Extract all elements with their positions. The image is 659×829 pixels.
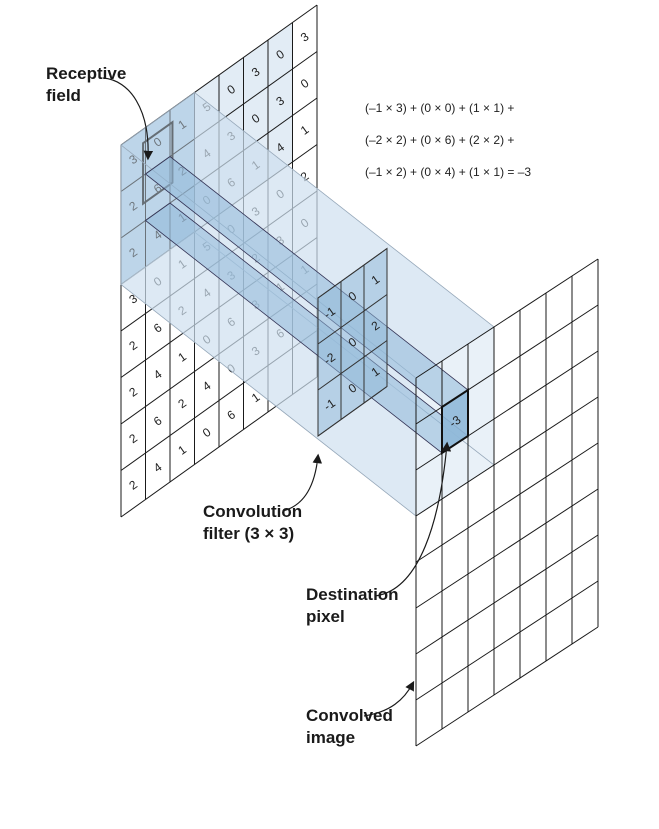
input-pixel-value: 6 (151, 320, 165, 335)
destination-pixel-label: Destination pixel (306, 585, 399, 626)
destination-pixel-arrow (374, 441, 452, 597)
destination-pixel-label-line: pixel (306, 607, 345, 626)
convolution-filter-label: Convolution filter (3 × 3) (203, 502, 302, 543)
input-pixel-value: 2 (126, 477, 140, 492)
input-pixel-value: 2 (126, 384, 140, 399)
input-grid-line-horizontal (120, 330, 318, 471)
input-pixel-value: 1 (175, 442, 189, 457)
destination-pixel-label-line: Destination (306, 585, 399, 604)
input-pixel-value: 2 (126, 431, 140, 446)
input-pixel-value: 0 (298, 76, 312, 91)
convolved-image-arrow (363, 680, 415, 717)
destination-pixel (441, 388, 469, 455)
output-grid-line-horizontal (415, 626, 599, 747)
convolution-filter: -101-202-101 (317, 247, 388, 437)
projection-beam (120, 91, 495, 517)
convolution-filter-arrow (282, 453, 323, 512)
input-pixel-value: 6 (151, 413, 165, 428)
input-grid-line-horizontal (120, 376, 318, 518)
receptive-field-label-line: field (46, 86, 81, 105)
input-pixel-value: 2 (175, 396, 189, 411)
filter-grid-line-horizontal (317, 340, 388, 391)
convolved-image-label-line: Convolved (306, 706, 393, 725)
output-grid-line-horizontal (415, 258, 599, 379)
input-pixel-value: 4 (151, 367, 165, 382)
filter-grid-line-horizontal (317, 386, 388, 437)
input-pixel-value: 4 (151, 460, 165, 475)
filter-grid-line-horizontal (317, 294, 388, 345)
convolution-filter-label-line: filter (3 × 3) (203, 524, 294, 543)
output-grid-line-horizontal (415, 396, 599, 517)
equation-line: (–1 × 3) + (0 × 0) + (1 × 1) + (365, 101, 514, 115)
output-grid-line-horizontal (415, 488, 599, 609)
equation-line: (–1 × 2) + (0 × 4) + (1 × 1) = –3 (365, 165, 531, 179)
equation-line: (–2 × 2) + (0 × 6) + (2 × 2) + (365, 133, 514, 147)
convolved-image-grid: -3 (415, 258, 599, 747)
output-grid-line-horizontal (415, 534, 599, 655)
convolved-image-label: Convolved image (306, 706, 393, 747)
convolved-image-label-line: image (306, 728, 355, 747)
filter-grid-line-horizontal (317, 248, 388, 299)
input-pixel-value: 2 (126, 338, 140, 353)
input-pixel-value: 1 (298, 122, 312, 137)
input-pixel-value: 1 (175, 349, 189, 364)
convolution-filter-label-line: Convolution (203, 502, 302, 521)
receptive-field-arrow (102, 77, 154, 161)
output-grid-line-horizontal (415, 580, 599, 701)
input-pixel-value: 4 (200, 378, 214, 393)
input-pixel-value: 6 (224, 407, 238, 422)
input-pixel-value: 0 (200, 425, 214, 440)
input-pixel-value: 3 (298, 29, 312, 44)
output-grid-line-horizontal (415, 442, 599, 563)
